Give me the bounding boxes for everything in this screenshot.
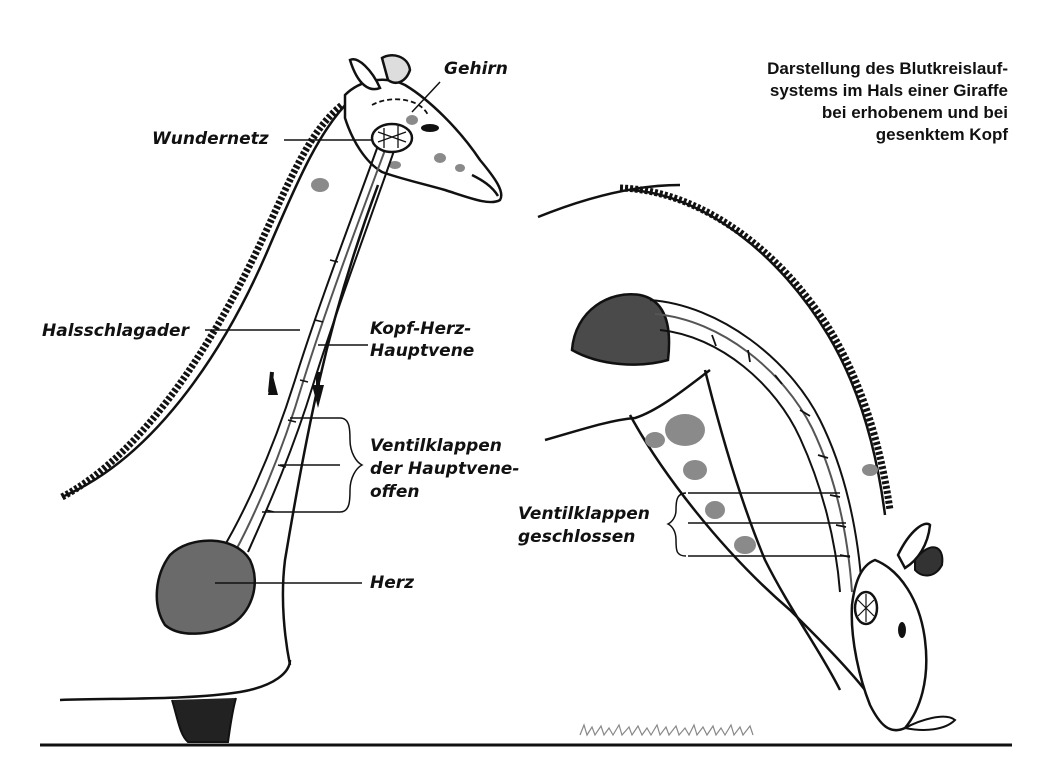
head-outline-left [343, 78, 503, 204]
carotid-artery-inner [235, 141, 389, 551]
mouth-left [471, 173, 500, 197]
label-ventil-geschlossen-line1: Ventilklappen [518, 504, 650, 524]
flow-arrow-up [268, 371, 278, 395]
brain-outline [371, 98, 429, 116]
wundernetz-raised-texture [377, 126, 407, 148]
mane-left [60, 102, 345, 501]
label-gehirn: Gehirn [444, 59, 508, 79]
body-outline-left [59, 659, 292, 702]
valves-closed [711, 334, 851, 558]
label-ventil-offen-line1: Ventilklappen [370, 436, 502, 456]
neck-underside-right [628, 414, 866, 691]
artery-lowered [649, 299, 863, 591]
vein-lowered [659, 329, 841, 593]
title-line-1: Darstellung des Blutkreislauf- [767, 59, 1008, 78]
label-herz: Herz [370, 573, 415, 593]
eye-right [898, 622, 906, 638]
label-hauptvene-line2: Hauptvene [370, 341, 475, 361]
label-halsschlagader: Halsschlagader [42, 321, 189, 341]
heart-raised [155, 539, 257, 635]
jugular-vein [247, 144, 397, 553]
neck-back-outline-left [61, 99, 351, 499]
title-line-2: systems im Hals einer Giraffe [769, 81, 1008, 100]
carotid-artery [221, 139, 381, 551]
title-line-4: gesenktem Kopf [875, 125, 1008, 144]
heart-lowered [570, 293, 671, 366]
label-wundernetz: Wundernetz [152, 129, 269, 149]
flow-arrow-down [312, 372, 324, 408]
eye-left [421, 124, 439, 132]
foreleg-right [703, 369, 842, 691]
head-outline-right [850, 558, 928, 732]
artery-lowered-inner [654, 313, 853, 593]
label-ventil-offen-line2: der Hauptvene- [370, 459, 520, 479]
ear-right [896, 522, 932, 570]
wundernetz-lowered-texture [857, 594, 875, 622]
label-hauptvene-line1: Kopf-Herz- [370, 319, 472, 339]
ossicone-left [380, 54, 412, 84]
ear-left [348, 58, 382, 91]
leg-left [171, 697, 237, 743]
back-outline-right [537, 183, 681, 219]
leader-lines-right [666, 492, 850, 557]
wundernetz-raised [370, 122, 414, 154]
giraffe-head-lowered [537, 183, 957, 737]
title-line-3: bei erhobenem und bei [821, 103, 1008, 122]
spots-left [311, 115, 465, 192]
giraffe-head-raised [59, 54, 503, 743]
chest-outline-right [544, 369, 711, 442]
neck-front-outline-left [281, 184, 380, 666]
snout-right [902, 715, 957, 731]
diagram-title: Darstellung des Blutkreislauf- systems i… [708, 58, 1008, 146]
label-ventil-geschlossen-line2: geschlossen [518, 527, 636, 547]
leader-lines-left [205, 81, 441, 584]
label-ventil-offen-line3: offen [370, 482, 420, 502]
grass [579, 723, 754, 737]
ossicone-right [914, 546, 944, 577]
neck-top-outline-right [629, 188, 887, 516]
